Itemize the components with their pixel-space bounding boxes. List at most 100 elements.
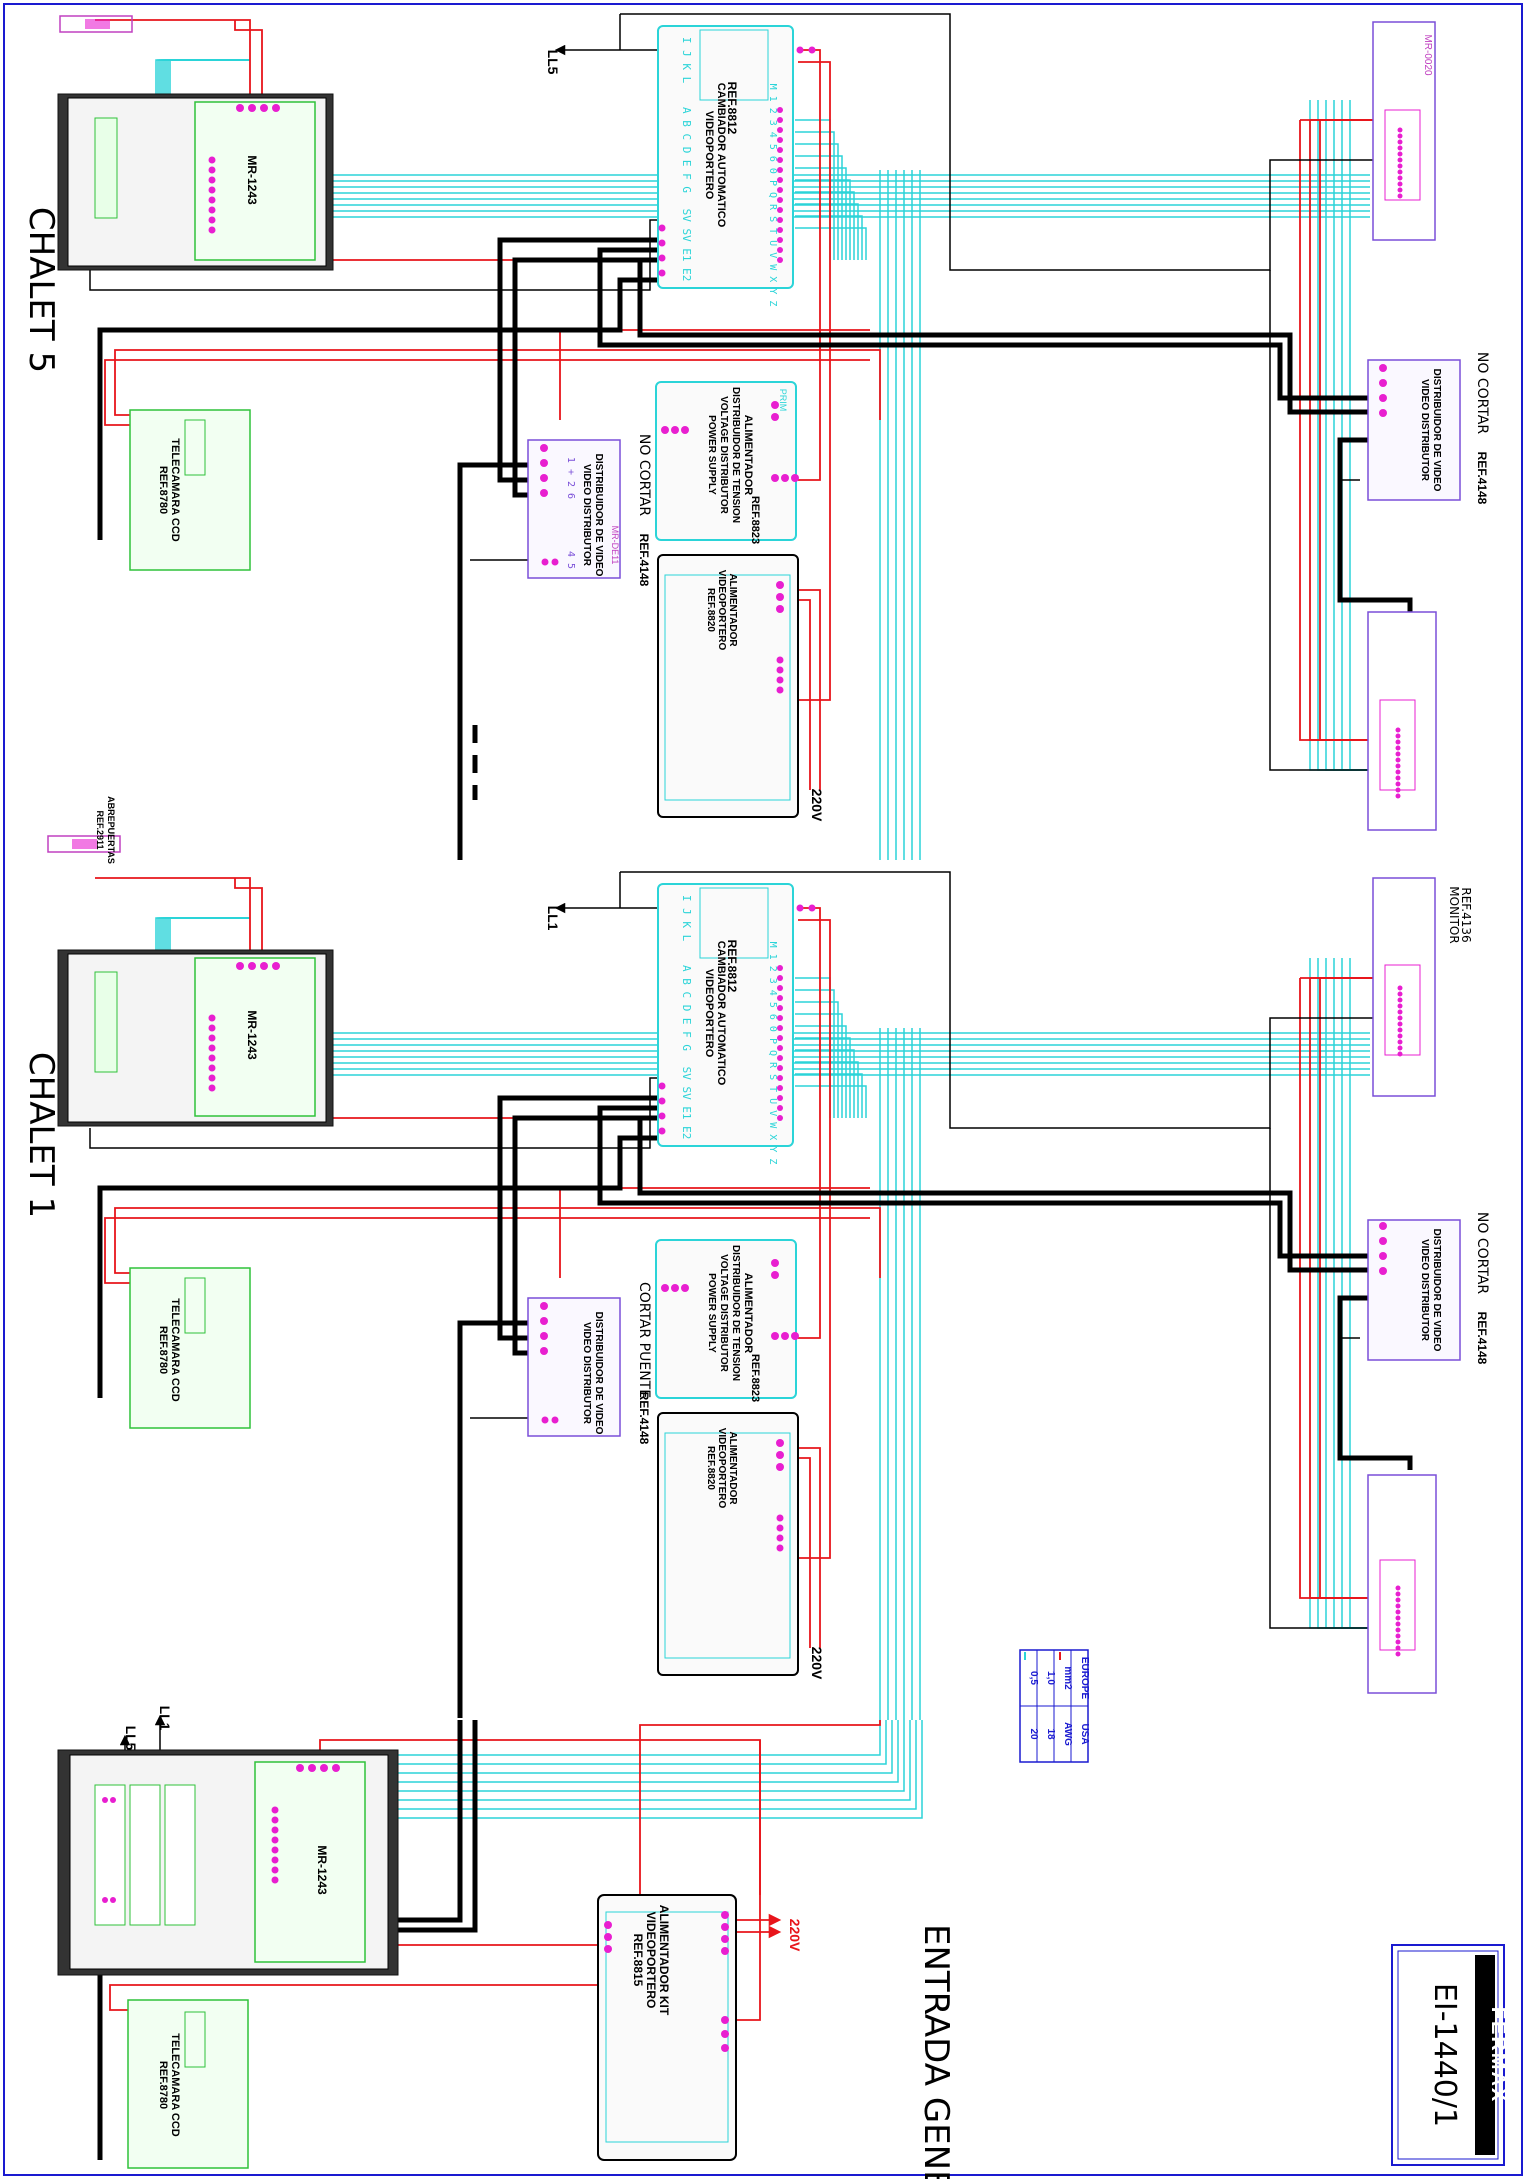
ll5-label-top: LL5	[545, 50, 561, 75]
terminal-dot	[540, 489, 548, 497]
terminal-dot	[271, 1826, 279, 1834]
terminal-dot	[271, 1836, 279, 1844]
terminal-dot	[1397, 991, 1403, 997]
camera2-title: TELECAMARA CCD	[169, 1298, 181, 1402]
terminal-dot	[540, 459, 548, 467]
terminal-dot	[777, 1095, 783, 1101]
wires-cyan-segment	[230, 1720, 893, 1774]
terminal-dot	[771, 1271, 779, 1279]
camera3-title: TELECAMARA CCD	[169, 2033, 181, 2137]
wires-cyan-segment	[1341, 958, 1370, 1629]
ll1-label-mid: LL1	[545, 906, 561, 931]
wires-cyan-segment	[795, 977, 831, 1118]
voltage-distributor-module-2: ALIMENTADOR DISTRIBUIDOR DE TENSION VOLT…	[655, 1239, 797, 1402]
psu2-line4: POWER SUPPLY	[706, 1273, 717, 1353]
kit-ref: REF.8815	[631, 1934, 645, 1987]
terminal-dot	[776, 666, 784, 674]
terminal-dot	[771, 1259, 779, 1267]
terminal-dot	[681, 1284, 689, 1292]
psu-line4: POWER SUPPLY	[706, 415, 717, 495]
terminal-dot	[777, 975, 783, 981]
wires-red-segment	[234, 878, 263, 963]
door-lock-2: ABREPUERTAS REF.2911	[47, 796, 121, 864]
wire-section-table: EUROPE USA mm2 AWG 1,0 18 0,5 20	[1019, 1649, 1090, 1763]
terminal-dot	[1397, 193, 1403, 199]
wires-cyan-segment	[795, 227, 867, 260]
wires-thick-segment	[637, 1116, 1368, 1273]
terminal-dot	[776, 686, 784, 694]
terminal-dot	[777, 1075, 783, 1081]
terminal-dot	[1395, 727, 1401, 733]
terminal-dot	[1395, 745, 1401, 751]
terminal-dot	[776, 1451, 784, 1459]
ac-label-mid: 220V	[809, 1647, 825, 1680]
changer2-bottom-terms: SV SV E1 E2	[680, 1067, 693, 1140]
terminal-dot	[776, 676, 784, 684]
terminal-dot	[777, 187, 783, 193]
chalet5-group: MR-1243 TELECAMARA CCD REF.8780 REF.8812…	[57, 15, 1490, 831]
changer-right-terms: M 1 2 3 4 5 6 0 P Q R S T U V W X Y Z	[767, 84, 778, 307]
terminal-dot	[551, 558, 559, 566]
wires-cyan-segment	[1309, 958, 1370, 1629]
terminal-dot	[658, 254, 666, 262]
entrance-panel: MR-1243	[57, 93, 334, 271]
monitor-ref-label: REF.4136	[1459, 887, 1473, 942]
terminal-dot	[1397, 139, 1403, 145]
vdist-out: 4 5	[565, 551, 576, 569]
terminal-dot	[777, 257, 783, 263]
wires-thin-segment	[1269, 1128, 1368, 1629]
terminal-dot	[671, 426, 679, 434]
terminal-dot	[777, 1045, 783, 1051]
terminal-dot	[320, 1764, 328, 1772]
camera2-ref: REF.8780	[157, 1326, 169, 1374]
terminal-dot	[1395, 1591, 1401, 1597]
terminal-dot	[771, 401, 779, 409]
wires-red-segment	[109, 1984, 600, 2011]
auto-changer-module-2: REF.8812 CAMBIADOR AUTOMATICO VIDEOPORTE…	[657, 883, 794, 1164]
terminal-dot	[1395, 739, 1401, 745]
terminal-dot	[721, 2030, 729, 2038]
terminal-dot	[1397, 997, 1403, 1003]
wires-red-segment	[1319, 978, 1370, 1599]
terminal-dot	[1397, 1015, 1403, 1021]
terminal-dot	[771, 1332, 779, 1340]
table-r2-us: 20	[1028, 1728, 1039, 1740]
terminal-dot	[208, 1034, 216, 1042]
vdist-ref-right-top: REF.4148	[1475, 452, 1489, 505]
psu-line3: VOLTAGE DISTRIBUTOR	[718, 396, 729, 515]
terminal-dot	[777, 1035, 783, 1041]
psu-line2: DISTRIBUIDOR DE TENSION	[730, 387, 741, 523]
terminal-dot	[721, 2044, 729, 2052]
terminal-dot	[776, 1544, 784, 1552]
wires-cyan-segment	[1309, 100, 1370, 771]
wires-red-segment	[95, 19, 251, 105]
terminal-dot	[777, 227, 783, 233]
wires-thick-segment	[457, 462, 528, 860]
changer2-mid-terms: A B C D E F G	[680, 965, 693, 1051]
terminal-dot	[551, 1416, 559, 1424]
wires-red-segment	[234, 20, 263, 105]
monitor-top-2	[1367, 611, 1437, 831]
terminal-dot	[604, 1921, 612, 1929]
terminal-dot	[1395, 751, 1401, 757]
section-label-chalet5: CHALET 5	[21, 207, 61, 373]
terminal-dot	[658, 1127, 666, 1135]
vdist-ref-right-mid: REF.4148	[1475, 1312, 1489, 1365]
terminal-dot	[1397, 181, 1403, 187]
changer-subtitle: VIDEOPORTERO	[703, 111, 715, 200]
terminal-dot	[1395, 769, 1401, 775]
terminal-dot	[777, 207, 783, 213]
terminal-dot	[1397, 133, 1403, 139]
terminal-dot	[1395, 757, 1401, 763]
terminal-blocks	[102, 46, 1403, 2052]
wires-thin-segment	[620, 13, 1375, 271]
wires-thin-segment	[620, 871, 1375, 1129]
main-panel-model: MR-1243	[315, 1845, 329, 1895]
terminal-dot	[208, 216, 216, 224]
wires-cyan-segment	[795, 1025, 847, 1118]
wires-thick-segment	[457, 1320, 528, 1718]
terminal-dot	[208, 1014, 216, 1022]
terminal-dot	[777, 177, 783, 183]
terminal-dot	[208, 196, 216, 204]
terminal-dot	[208, 1044, 216, 1052]
